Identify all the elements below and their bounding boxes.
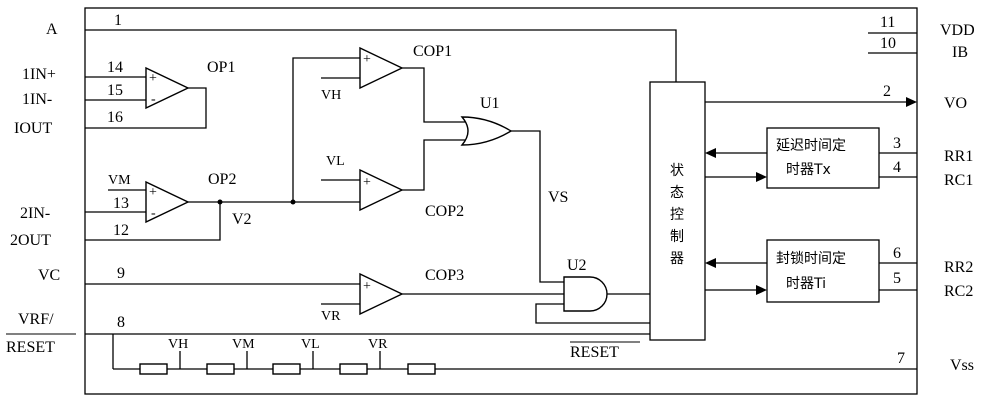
pin-number-13: 13 — [113, 195, 129, 212]
controller-to-ti-arrow — [756, 285, 767, 295]
tx-to-controller-arrow — [705, 148, 716, 158]
op1-plus-sign: + — [149, 71, 157, 86]
controller-char-5: 器 — [670, 251, 684, 267]
pin-label-rr2: RR2 — [944, 259, 973, 276]
pin-number-3: 3 — [893, 135, 901, 152]
cop1-label: COP1 — [413, 43, 452, 60]
divider-label-vm: VM — [232, 337, 255, 352]
pin-number-14: 14 — [107, 59, 123, 76]
ti-to-controller-arrow — [705, 258, 716, 268]
timer-tx-line-2: 时器Tx — [786, 162, 831, 178]
resistor-1 — [139, 363, 168, 375]
pin-label-rc2: RC2 — [944, 283, 973, 300]
cop3-label: COP3 — [425, 267, 464, 284]
cop3-plus-sign: + — [363, 279, 371, 294]
controller-char-2: 态 — [670, 185, 684, 201]
op2-amplifier — [145, 180, 190, 224]
pin-label-2in-minus: 2IN- — [20, 205, 50, 222]
pin-number-10: 10 — [880, 35, 896, 52]
wire-cop2-to-u1 — [402, 139, 466, 191]
delay-timer-tx — [766, 127, 880, 189]
vs-label: VS — [548, 189, 568, 206]
pin-label-vc: VC — [38, 267, 60, 284]
pin-number-7: 7 — [897, 350, 905, 367]
vr-label-cop3: VR — [321, 309, 341, 324]
pin-label-2out: 2OUT — [10, 232, 51, 249]
divider-label-vh: VH — [168, 337, 188, 352]
pin-label-a: A — [46, 21, 58, 38]
vh-label-cop1: VH — [321, 88, 341, 103]
pin-label-rr1: RR1 — [944, 148, 973, 165]
cop2-comparator — [359, 168, 404, 212]
op2-label: OP2 — [208, 171, 236, 188]
controller-char-1: 状 — [670, 163, 684, 179]
pin-number-16: 16 — [107, 109, 123, 126]
timer-ti-line-2: 时器Ti — [786, 276, 826, 292]
pin-number-9: 9 — [117, 265, 125, 282]
pin-number-4: 4 — [893, 159, 901, 176]
pin-label-ib: IB — [952, 44, 968, 61]
pin-label-vdd: VDD — [940, 22, 975, 39]
wire-cop1-to-u1 — [402, 67, 466, 123]
pin-number-8: 8 — [117, 314, 125, 331]
u1-label: U1 — [480, 95, 500, 112]
chip-outline — [84, 7, 918, 395]
wire-pin1 — [85, 29, 677, 82]
controller-to-tx-arrow — [756, 172, 767, 182]
cop2-plus-sign: + — [363, 175, 371, 190]
pin-number-12: 12 — [113, 222, 129, 239]
resistor-2 — [206, 363, 235, 375]
controller-char-4: 制 — [670, 229, 684, 245]
cop1-comparator — [359, 46, 404, 90]
pin-label-vrf: VRF/ — [18, 311, 54, 328]
wire-v2-to-cop1 — [292, 57, 360, 202]
v2-label: V2 — [232, 211, 252, 228]
vl-label-cop2: VL — [326, 154, 345, 169]
vo-arrowhead — [906, 97, 917, 107]
resistor-3 — [272, 363, 301, 375]
pin-label-1in-plus: 1IN+ — [22, 66, 56, 83]
pin-number-15: 15 — [107, 82, 123, 99]
pin-number-6: 6 — [893, 245, 901, 262]
u1-or-gate — [460, 116, 513, 146]
pin-number-5: 5 — [893, 270, 901, 287]
state-controller — [649, 81, 706, 341]
timer-ti-line-1: 封锁时间定 — [776, 251, 846, 267]
u2-and-gate — [563, 276, 608, 312]
wire-pin12 — [85, 202, 221, 241]
wire-u1-vs — [511, 130, 564, 283]
pin-label-vo: VO — [944, 95, 967, 112]
timer-tx-line-1: 延迟时间定 — [776, 138, 846, 154]
pin-number-11: 11 — [880, 14, 895, 31]
lockout-timer-ti — [766, 239, 880, 303]
cop2-label: COP2 — [425, 203, 464, 220]
vm-label-op2: VM — [108, 173, 131, 188]
controller-char-3: 控 — [670, 207, 684, 223]
divider-label-vl: VL — [301, 337, 320, 352]
u2-label: U2 — [567, 257, 587, 274]
cop3-comparator — [359, 272, 404, 316]
divider-label-vr: VR — [368, 337, 388, 352]
reset-signal-label: RESET — [570, 344, 619, 361]
op1-label: OP1 — [207, 59, 235, 76]
pin-number-2: 2 — [883, 83, 891, 100]
op2-plus-sign: + — [149, 185, 157, 200]
pin-label-iout: IOUT — [14, 120, 52, 137]
resistor-4 — [339, 363, 368, 375]
wire-u2-feedback — [535, 303, 650, 324]
op1-minus-sign: - — [151, 92, 156, 107]
pin-number-1: 1 — [114, 12, 122, 29]
op2-minus-sign: - — [151, 206, 156, 221]
pin-label-vss: Vss — [950, 357, 974, 374]
resistor-5 — [407, 363, 436, 375]
cop1-plus-sign: + — [363, 52, 371, 67]
wire-op1-out-pin16 — [85, 87, 207, 129]
pin-label-reset: RESET — [6, 339, 55, 356]
pin-label-rc1: RC1 — [944, 172, 973, 189]
pin-label-1in-minus: 1IN- — [22, 91, 52, 108]
op1-amplifier — [145, 66, 190, 110]
